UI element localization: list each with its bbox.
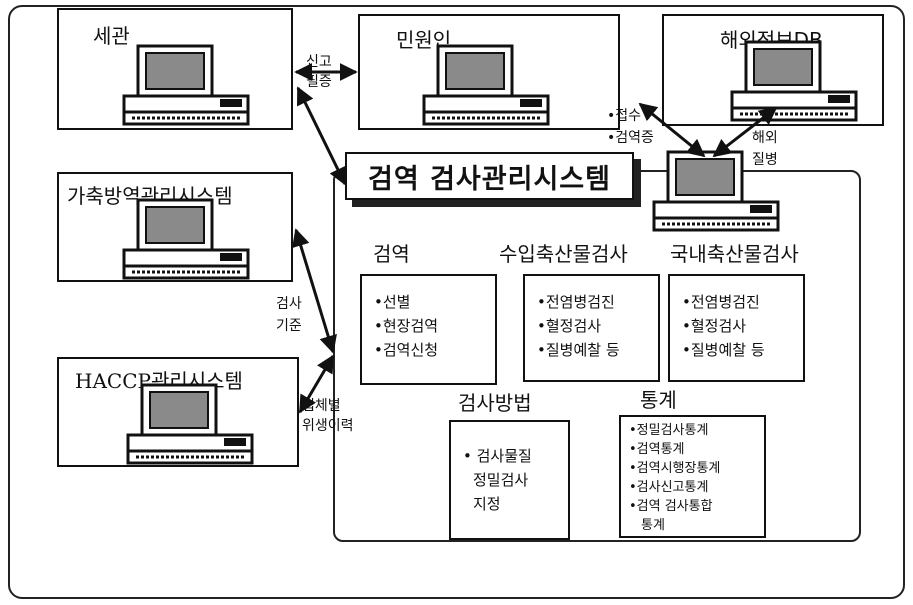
outer-frame [8, 5, 905, 599]
import-inspection-title: 수입축산물검사 [499, 242, 628, 266]
computer-icon [126, 383, 254, 465]
quarantine-item: •검역신청 [374, 341, 439, 359]
import-inspection-box: •전염병검진 •혈정검사 •질병예찰 등 [523, 274, 660, 382]
edge-label-hygiene: 위생이력 [302, 418, 354, 434]
stats-item: •검역시행장통계 [629, 461, 721, 476]
domestic-inspection-box: •전염병검진 •혈정검사 •질병예찰 등 [668, 274, 805, 382]
import-item: •전염병검진 [537, 293, 615, 311]
domestic-inspection-title: 국내축산물검사 [670, 242, 799, 266]
arrow-overseas-system [712, 106, 778, 158]
computer-icon [122, 44, 250, 126]
arrow-haccp-system [298, 354, 335, 414]
quarantine-item: •현장검역 [374, 317, 439, 335]
stats-item: •정밀검사통계 [629, 423, 709, 438]
method-title: 검사방법 [458, 391, 532, 415]
quarantine-item: •선별 [374, 293, 411, 311]
arrow-civil-system [638, 102, 706, 158]
quarantine-title: 검역 [373, 242, 410, 266]
domestic-item: •질병예찰 등 [682, 341, 765, 359]
system-title: 검역 검사관리시스템 [345, 152, 634, 200]
arrow-customs-system [296, 86, 347, 186]
arrow-livestock-system [292, 228, 337, 354]
stats-item: •검사신고통계 [629, 480, 709, 495]
customs-label: 세관 [93, 24, 130, 48]
domestic-item: •전염병검진 [682, 293, 760, 311]
method-box: • 검사물질 정밀검사 지정 [449, 420, 570, 540]
stats-item: •검역 검사통합 [629, 499, 713, 514]
method-item: 정밀검사 [473, 471, 529, 489]
method-item: • 검사물질 [463, 447, 532, 465]
domestic-item: •혈정검사 [682, 317, 747, 335]
import-item: •혈정검사 [537, 317, 602, 335]
stats-item: •검역통계 [629, 442, 685, 457]
stats-title: 통계 [640, 388, 677, 412]
stats-item: 통계 [641, 518, 665, 533]
edge-label-receipt: •접수 [607, 108, 642, 124]
import-item: •질병예찰 등 [537, 341, 620, 359]
quarantine-box: •선별 •현장검역 •검역신청 [360, 274, 497, 385]
computer-icon [122, 198, 250, 280]
computer-icon [652, 150, 780, 232]
computer-icon [422, 44, 550, 126]
method-item: 지정 [473, 495, 501, 513]
stats-box: •정밀검사통계 •검역통계 •검역시행장통계 •검사신고통계 •검역 검사통합 … [619, 415, 766, 538]
